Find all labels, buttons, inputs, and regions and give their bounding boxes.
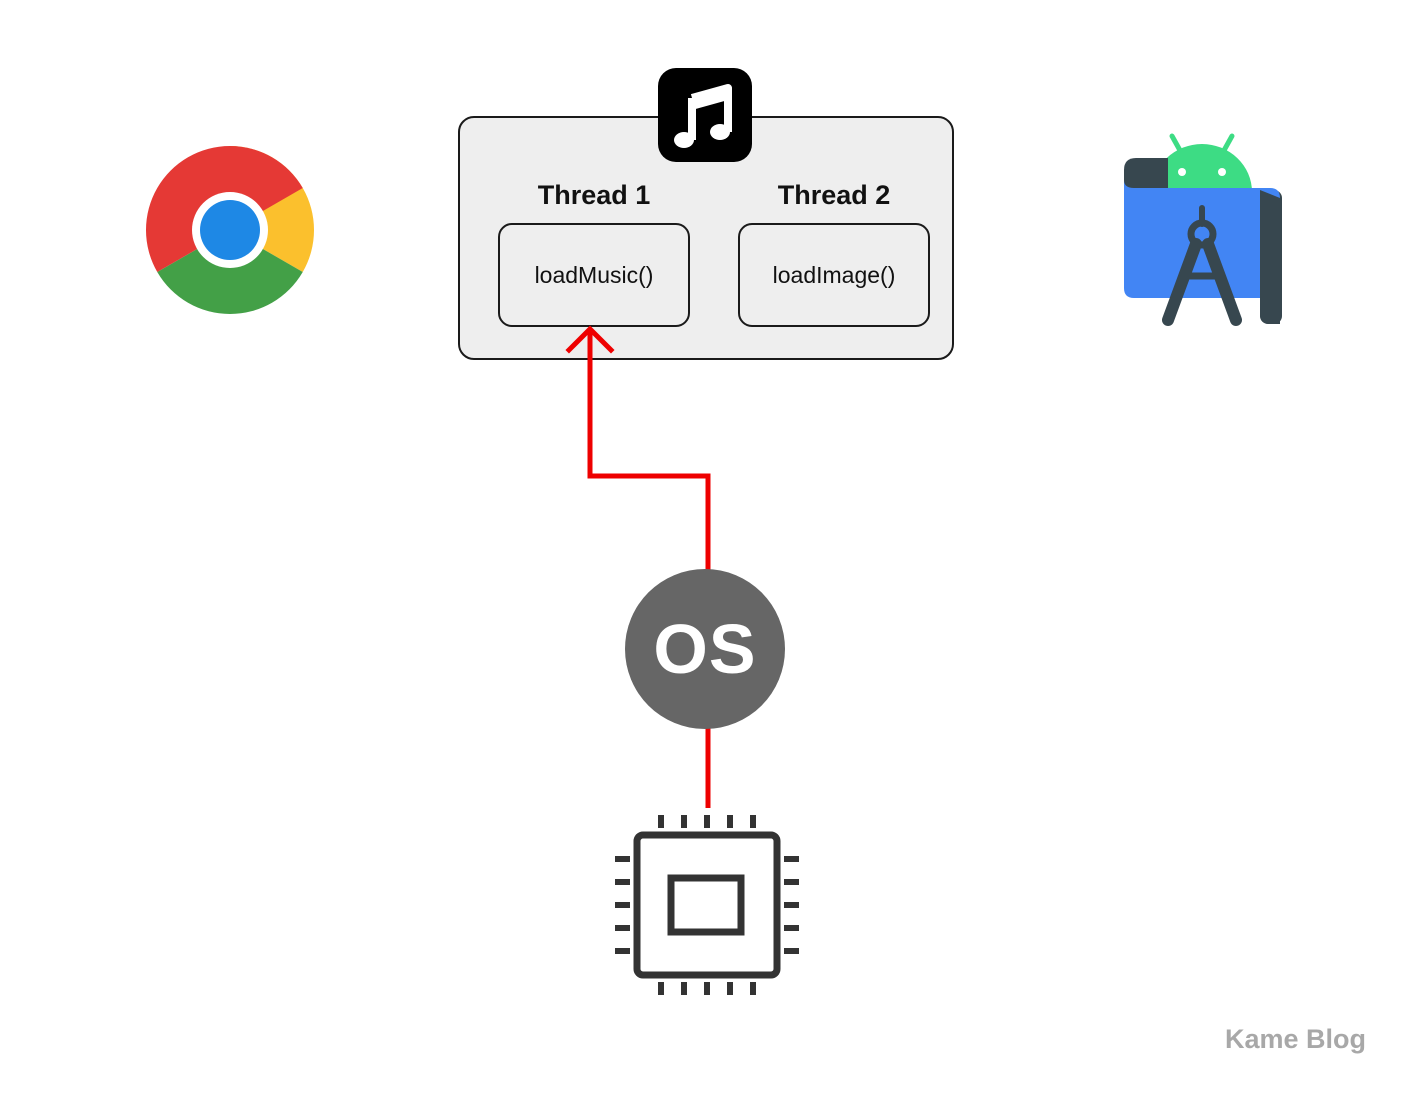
thread-2-function: loadImage() <box>772 261 896 288</box>
watermark: Kame Blog <box>1224 1024 1366 1054</box>
cpu-chip-icon <box>615 815 799 995</box>
os-label: OS <box>653 610 757 688</box>
os-circle <box>625 569 785 729</box>
thread-1-function: loadMusic() <box>534 261 654 288</box>
thread-2-label: Thread 2 <box>777 180 891 210</box>
thread-2-function-box: loadImage() <box>738 223 930 327</box>
thread-1-function-box: loadMusic() <box>498 223 690 327</box>
chrome-icon <box>145 146 315 315</box>
thread-1-label: Thread 1 <box>537 180 651 210</box>
music-note-icon <box>658 68 752 162</box>
android-studio-icon <box>1124 133 1282 326</box>
